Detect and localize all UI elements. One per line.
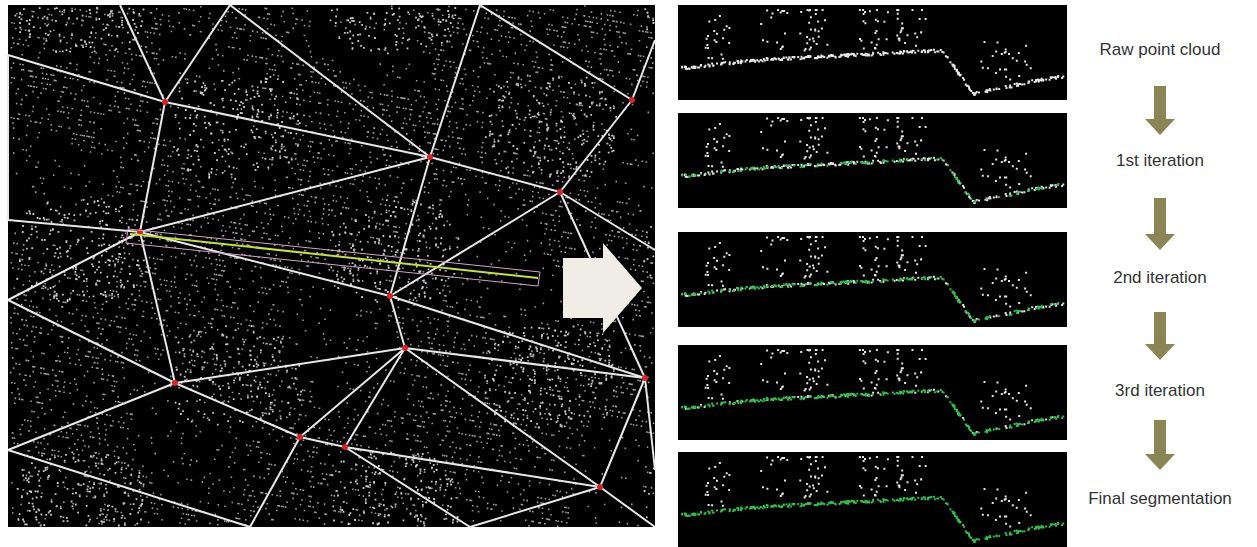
- ground-points: [681, 389, 1064, 436]
- seed-vertex: [597, 484, 603, 490]
- tin-edge: [140, 102, 165, 232]
- tin-edge: [560, 100, 632, 192]
- ground-points: [681, 496, 1064, 543]
- tin-edge: [430, 157, 560, 192]
- tin-edge: [8, 383, 175, 450]
- tin-edge: [140, 157, 430, 232]
- big-arrow: [563, 243, 642, 333]
- tin-edge: [8, 450, 250, 527]
- tin-edge: [8, 300, 175, 383]
- seed-vertex: [642, 375, 648, 381]
- profile-strip: [678, 452, 1067, 547]
- profile-strip: [678, 232, 1067, 327]
- tin-edge: [120, 5, 165, 102]
- step-label: Raw point cloud: [1098, 40, 1223, 60]
- tin-edge: [8, 220, 140, 232]
- seed-vertex: [172, 380, 178, 386]
- tin-edge: [480, 5, 632, 100]
- seed-vertex: [342, 444, 348, 450]
- point-cloud-panel: [8, 5, 655, 527]
- tin-edge: [250, 437, 300, 527]
- flow-arrow: [1145, 198, 1175, 250]
- tin-edge: [345, 447, 470, 527]
- tin-edge: [165, 102, 430, 157]
- tin-edge: [600, 378, 645, 487]
- tin-edge: [430, 5, 480, 157]
- step-label: 3rd iteration: [1113, 381, 1207, 401]
- tin-edge: [140, 232, 175, 383]
- flow-arrow: [1145, 420, 1175, 470]
- tin-edge: [470, 487, 600, 527]
- ground-points: [681, 157, 1059, 203]
- profile-strip: [678, 5, 1067, 100]
- tin-edge: [165, 5, 230, 102]
- seed-vertex: [297, 434, 303, 440]
- seed-vertex: [427, 154, 433, 160]
- unclassified-points: [705, 456, 1032, 527]
- profile-line: [130, 234, 538, 278]
- seed-vertex: [557, 189, 563, 195]
- step-label: 1st iteration: [1114, 151, 1206, 171]
- ground-points: [681, 276, 1059, 323]
- profile-strip: [678, 345, 1067, 440]
- step-label: 2nd iteration: [1111, 268, 1209, 288]
- unclassified-points: [681, 9, 1064, 96]
- flow-arrow: [1145, 312, 1175, 360]
- tin-edge: [140, 232, 390, 296]
- tin-edge: [560, 192, 645, 378]
- tin-edge: [230, 5, 430, 157]
- seed-vertex: [387, 293, 393, 299]
- unclassified-points: [685, 349, 1054, 434]
- tin-edge: [345, 447, 600, 487]
- unclassified-points: [684, 236, 1064, 323]
- tin-edge: [8, 232, 140, 300]
- tin-edge: [175, 383, 300, 437]
- point-cloud: [10, 5, 655, 527]
- tin-edge: [645, 378, 655, 470]
- profile-strip: [678, 113, 1067, 208]
- tin-edge: [632, 40, 655, 100]
- profile-box: [126, 229, 540, 286]
- seed-vertex: [402, 345, 408, 351]
- tin-edge: [7, 55, 9, 220]
- tin-edge: [390, 192, 560, 296]
- unclassified-points: [681, 117, 1064, 204]
- tin-edge: [600, 487, 655, 527]
- triangulation: [8, 5, 655, 527]
- tin-edge: [300, 348, 405, 437]
- tin-edge: [8, 55, 165, 102]
- seed-vertex: [162, 99, 168, 105]
- seed-vertex: [629, 97, 635, 103]
- flow-arrow: [1145, 86, 1175, 135]
- profile-strips: [678, 5, 1067, 547]
- tin-edge: [390, 296, 405, 348]
- ground-points: [10, 5, 654, 527]
- tin-edge: [300, 437, 345, 447]
- tin-edge: [345, 348, 405, 447]
- tin-edge: [405, 348, 600, 487]
- step-label: Final segmentation: [1086, 489, 1234, 509]
